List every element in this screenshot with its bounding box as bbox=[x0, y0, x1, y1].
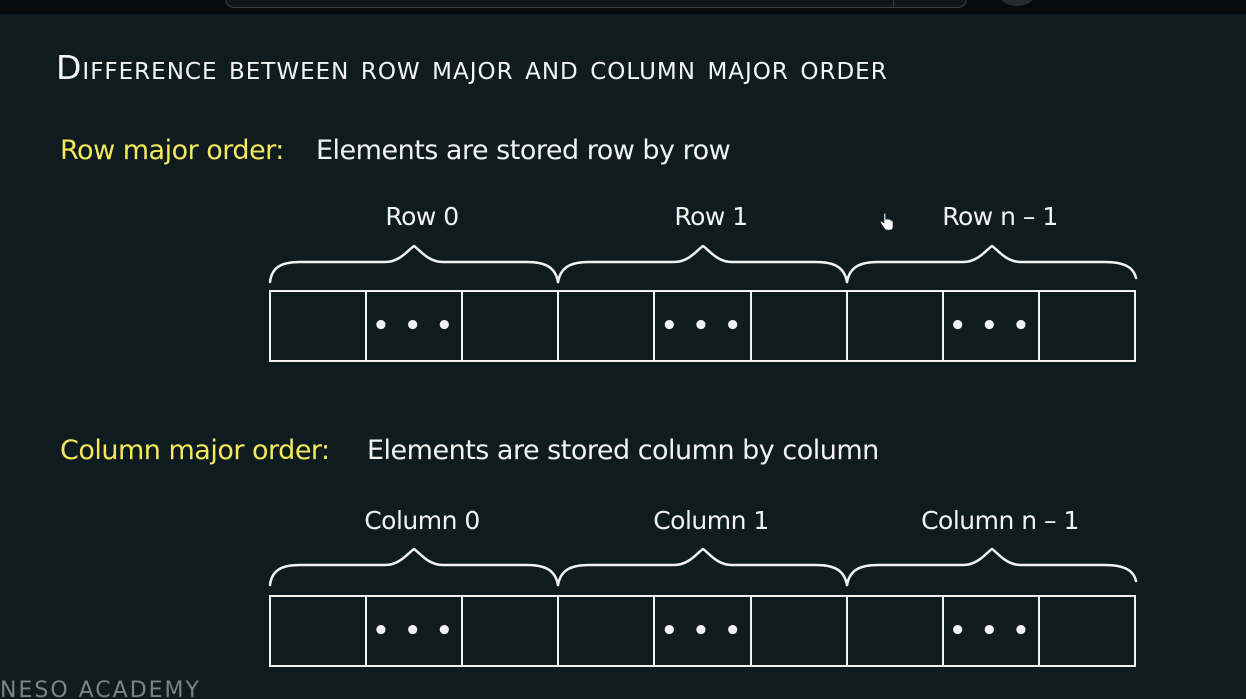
column-major-description: Elements are stored column by column bbox=[367, 435, 879, 466]
column-array-cell bbox=[848, 597, 944, 665]
row-array-cell bbox=[559, 292, 656, 360]
column-brace-2 bbox=[845, 547, 1138, 587]
watermark: NESO ACADEMY bbox=[0, 678, 201, 699]
column-array-cell bbox=[1040, 597, 1134, 665]
video-top-bar bbox=[0, 0, 1246, 14]
row-major-array: • • • • • • • • • bbox=[269, 290, 1136, 362]
column-array-cell bbox=[463, 597, 560, 665]
column-array-cell bbox=[271, 597, 368, 665]
column-major-array: • • • • • • • • • bbox=[269, 595, 1136, 667]
row-brace-2 bbox=[845, 244, 1138, 284]
row-major-label: Row major order: bbox=[60, 135, 284, 166]
column-major-label: Column major order: bbox=[60, 435, 330, 466]
column-array-cell: • • • bbox=[944, 597, 1040, 665]
column-array-cell: • • • bbox=[367, 597, 464, 665]
column-brace-1 bbox=[556, 547, 849, 587]
column-group-label-2: Column n – 1 bbox=[921, 506, 1079, 535]
row-group-label-0: Row 0 bbox=[385, 202, 459, 231]
column-group-label-1: Column 1 bbox=[653, 506, 769, 535]
avatar[interactable] bbox=[1000, 0, 1034, 6]
column-brace-0 bbox=[268, 547, 560, 587]
row-array-cell bbox=[463, 292, 560, 360]
row-array-cell bbox=[752, 292, 848, 360]
row-major-description: Elements are stored row by row bbox=[316, 135, 731, 166]
search-bar-divider bbox=[893, 0, 894, 7]
hand-cursor-icon bbox=[880, 212, 894, 231]
slide-title: Difference between row major and column … bbox=[56, 48, 888, 87]
row-array-cell bbox=[271, 292, 368, 360]
column-array-cell bbox=[752, 597, 848, 665]
row-array-cell: • • • bbox=[655, 292, 752, 360]
row-array-cell: • • • bbox=[367, 292, 464, 360]
row-brace-0 bbox=[268, 244, 560, 284]
row-brace-1 bbox=[556, 244, 849, 284]
column-array-cell bbox=[559, 597, 656, 665]
column-array-cell: • • • bbox=[655, 597, 752, 665]
row-group-label-1: Row 1 bbox=[674, 202, 748, 231]
row-array-cell: • • • bbox=[944, 292, 1040, 360]
row-array-cell bbox=[848, 292, 944, 360]
column-group-label-0: Column 0 bbox=[364, 506, 480, 535]
row-group-label-2: Row n – 1 bbox=[942, 202, 1058, 231]
